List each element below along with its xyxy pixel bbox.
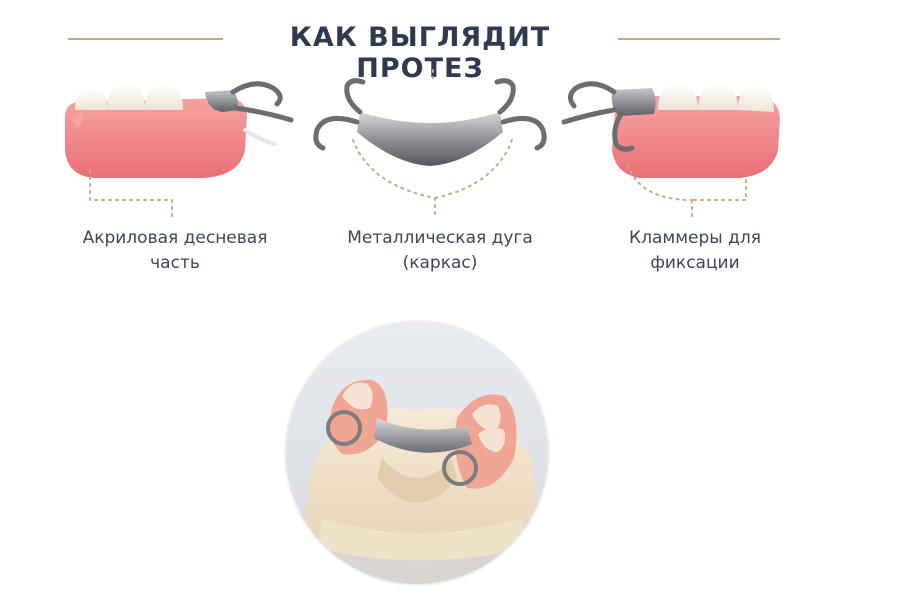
label-acrylic-gum-part: Акриловая десневая часть	[55, 226, 295, 276]
header-rule-left	[68, 38, 223, 40]
acrylic-gum-illustration	[65, 81, 294, 178]
leader-clasps-left	[627, 164, 693, 201]
clasps-illustration	[561, 81, 780, 178]
page-title: КАК ВЫГЛЯДИТ ПРОТЕЗ	[289, 22, 551, 84]
leader-metal-left	[352, 139, 436, 199]
leader-clasps-right	[691, 179, 747, 201]
label-metal-line2: (каркас)	[402, 253, 478, 273]
label-acrylic-line1: Акриловая десневая	[82, 228, 268, 248]
label-metal-line1: Металлическая дуга	[347, 228, 533, 248]
label-acrylic-line2: часть	[150, 253, 200, 273]
label-clasps-line2: фиксации	[650, 253, 740, 273]
header-rule-right	[618, 38, 780, 40]
header: КАК ВЫГЛЯДИТ ПРОТЕЗ	[0, 18, 900, 84]
leader-lines	[89, 69, 747, 219]
leader-acrylic	[89, 169, 173, 219]
label-metal-arch: Металлическая дуга (каркас)	[320, 226, 560, 276]
leader-metal-right	[434, 139, 513, 199]
metal-arch-illustration	[313, 78, 547, 166]
prosthesis-photo	[284, 320, 550, 586]
label-clasps-line1: Кламмеры для	[629, 228, 761, 248]
label-clasps: Кламмеры для фиксации	[590, 226, 800, 276]
